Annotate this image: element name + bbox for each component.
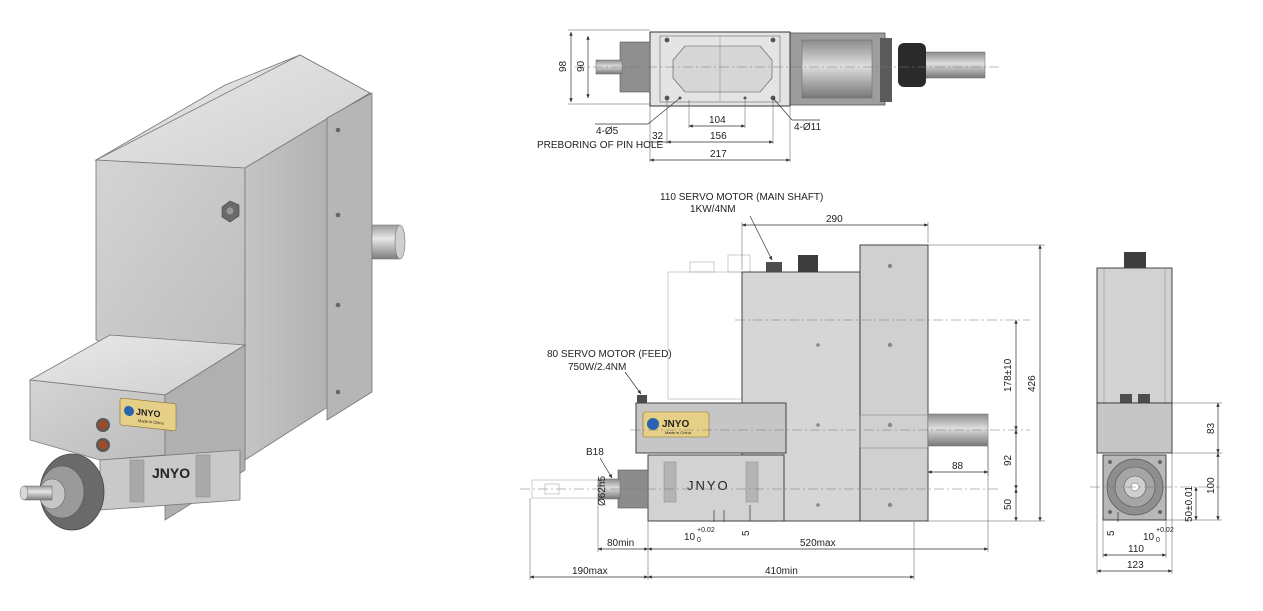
dim-side-50: 50±0.01 xyxy=(1184,485,1195,522)
dim-side-123: 123 xyxy=(1127,560,1144,571)
dim-front-80min: 80min xyxy=(607,538,634,549)
dim-side-10-tol-up: +0.02 xyxy=(1156,527,1174,534)
dim-front-520max: 520max xyxy=(800,538,836,549)
dim-top-156: 156 xyxy=(710,131,727,142)
label-feed-motor-1: 80 SERVO MOTOR (FEED) xyxy=(547,349,672,360)
dim-front-50: 50 xyxy=(1003,498,1014,510)
front-logo-text: JNYO xyxy=(662,419,689,430)
dim-top-98: 98 xyxy=(558,60,569,72)
dim-front-10-tol-dn: 0 xyxy=(697,537,701,544)
dim-top-104: 104 xyxy=(709,115,726,126)
label-main-motor-1: 110 SERVO MOTOR (MAIN SHAFT) xyxy=(660,192,823,203)
dim-front-10: 10 xyxy=(684,532,696,543)
label-hole-large: 4-Ø11 xyxy=(794,122,821,133)
label-main-motor-2: 1KW/4NM xyxy=(690,204,736,215)
dim-side-10-tol-dn: 0 xyxy=(1156,537,1160,544)
label-hole-small: 4-Ø5 xyxy=(596,126,619,137)
dim-side-5: 5 xyxy=(1106,530,1117,536)
dim-front-92: 92 xyxy=(1003,454,1014,466)
dim-side-10: 10 xyxy=(1143,532,1155,543)
dim-top-90: 90 xyxy=(576,60,587,72)
dim-front-290: 290 xyxy=(826,214,843,225)
dim-front-10-tol-up: +0.02 xyxy=(697,527,715,534)
label-preboring: PREBORING OF PIN HOLE xyxy=(537,140,663,151)
dim-side-110: 110 xyxy=(1128,544,1144,555)
front-made-in-text: Made in China xyxy=(665,430,692,435)
iso-logo-text: JNYO xyxy=(136,407,160,420)
dim-front-410min: 410min xyxy=(765,566,798,577)
dim-side-100: 100 xyxy=(1206,477,1217,494)
front-body-text: JNYO xyxy=(687,478,730,493)
dim-side-83: 83 xyxy=(1206,422,1217,434)
label-b18: B18 xyxy=(586,447,604,458)
side-view: 83 100 50±0.01 5 10 +0.02 0 110 123 xyxy=(1090,252,1222,574)
label-shaft-dia: Ø62h5 xyxy=(597,476,608,506)
dim-front-178: 178±10 xyxy=(1003,358,1014,392)
iso-body-text: JNYO xyxy=(152,465,190,481)
dim-front-426: 426 xyxy=(1027,375,1038,392)
dim-front-190max: 190max xyxy=(572,566,608,577)
dim-top-32: 32 xyxy=(652,131,664,142)
dim-front-88: 88 xyxy=(952,461,964,472)
dim-top-217: 217 xyxy=(710,149,727,160)
iso-made-in-text: Made in China xyxy=(138,418,164,426)
front-view: JNYO Made in China JNYO 110 SERVO MOTOR … xyxy=(520,192,1045,580)
top-view: 98 90 104 156 32 217 4-Ø5 PREBORING OF P… xyxy=(537,29,1000,162)
isometric-view: JNYO Made in China JNYO xyxy=(19,54,406,531)
dim-front-5: 5 xyxy=(741,530,752,536)
label-feed-motor-2: 750W/2.4NM xyxy=(568,362,626,373)
